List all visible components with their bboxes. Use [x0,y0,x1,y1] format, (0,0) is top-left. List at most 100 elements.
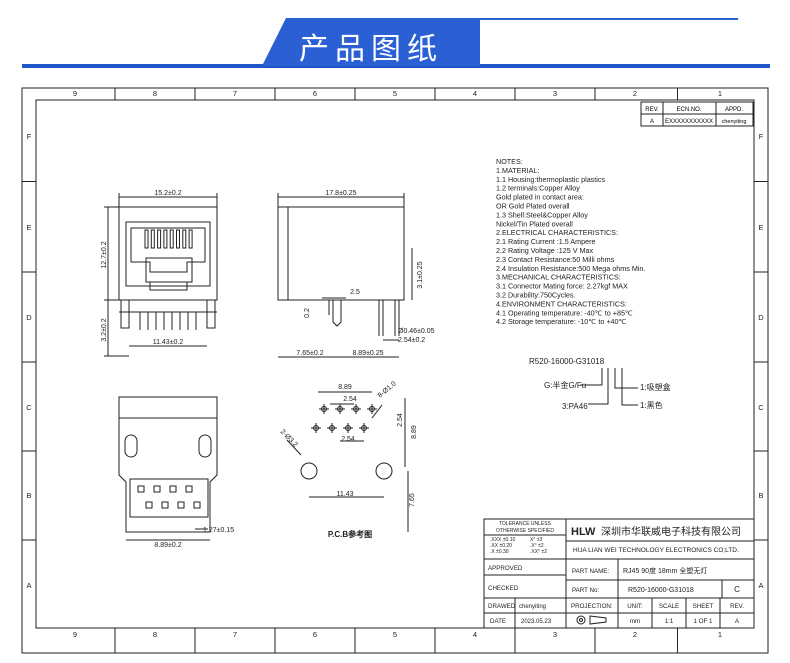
date-label: DATE [490,618,506,625]
front-contact [150,229,155,249]
notes-block: NOTES:1.MATERIAL: 1.1 Housing:thermoplas… [496,157,645,326]
side-h2-dim: 2.5 [350,289,360,296]
grid-col-label: 6 [313,89,317,98]
part-rev: C [734,585,740,594]
pcb-v2-dim: 8.89 [411,425,418,439]
drawed-label: DRAWED [488,603,516,610]
title-block [483,518,755,629]
banner-title: 产品图纸 [299,32,443,67]
grid-row-label: C [26,403,32,412]
note-line: Nickel/Tin Plated overall [496,219,573,228]
l1-label: 1:吸塑盒 [640,382,671,392]
grid-col-label: 9 [73,630,77,639]
date-value: 2023.05.23 [521,619,552,625]
pa-label: 3:PA46 [562,402,588,411]
tol-line-2: .XX ±0.20 [490,543,512,549]
note-line: 2.1 Rating Current :1.5 Ampere [496,237,595,246]
grid-row-label: E [758,223,763,232]
grid-col-label: 3 [553,89,557,98]
banner-tab: 产品图纸 [262,18,480,66]
side-h3-dim: 0.2 [304,308,311,318]
grid-col-label: 2 [633,89,637,98]
front-width-dim: 15.2±0.2 [154,190,181,197]
grid-row-label: F [759,132,764,141]
checked-label: CHECKED [488,585,519,592]
note-line: 3.MECHANICAL CHARACTERISTICS: [496,273,621,282]
tol-angle-2: .X° ±2 [530,543,544,549]
scale-label: SCALE [659,603,679,610]
rev-value-bottom: A [735,618,740,625]
tol-title: TOLERANCE UNLESS [499,521,552,527]
note-line: 4.1 Operating temperature: -40℃ to +85℃ [496,308,633,317]
note-line: NOTES: [496,157,523,166]
grid-row-label: B [758,491,763,500]
grid-row-label: D [758,313,764,322]
side-view [277,193,413,358]
grid-col-label: 5 [393,89,397,98]
note-line: 3.1 Connector Mating force: 2.27kgf MAX [496,282,628,291]
unit-label: UNIT: [627,603,643,610]
title-block-text: TOLERANCE UNLESS OTHERWISE SPECIFIED .XX… [488,521,744,625]
bottom-pin-square [137,485,145,493]
pcb-hole1-dim: 8-Ø1.0 [377,380,398,399]
note-line: 2.4 Insulation Resistance:500 Mega ohms … [496,264,645,273]
grid-col-label: 5 [393,630,397,639]
grid-col-label: 1 [718,89,722,98]
company-cn: 深圳市华联威电子科技有限公司 [601,525,741,538]
front-contact [144,229,149,249]
note-line: 1.2 terminals:Copper Alloy [496,184,580,193]
pcb-pitch2-dim: 2.54 [341,436,355,443]
side-pitch-dim: 2.54±0.2 [398,337,425,344]
note-line: 3.2 Durability:750Cycles. [496,291,576,300]
projection-label: PROJECTION: [571,603,613,610]
pcb-hole2-dim: 2-Ø3.2 [279,428,299,448]
tol-line-3: .X ±0.30 [490,549,509,555]
drawed-by: chenyiting [519,604,546,610]
front-contact [176,229,180,249]
ecn-value: EXXXXXXXXXXX [665,119,713,125]
bottom-dims: 1.27±0.15 8.89±0.2 [154,527,234,549]
sheet-label: SHEET [693,603,714,610]
projection-symbol-icon [576,615,607,625]
rev-label: REV. [730,603,744,610]
note-line: 4.ENVIRONMENT CHARACTERISTICS: [496,299,627,308]
banner-underline [22,64,770,68]
front-contact [157,229,162,249]
grid-col-label: 8 [153,630,157,639]
side-d1-dim: 7.65±0.2 [296,350,323,357]
bottom-pin-square [161,501,169,509]
side-width-dim: 17.8±0.25 [325,190,356,197]
rev-table: REV. ECN.NO. APPD. A EXXXXXXXXXXX chenyi… [640,101,754,127]
grid-row-label: B [26,491,31,500]
grid-row-label: A [758,581,763,590]
note-line: Gold plated in contact area: [496,193,584,202]
note-line: 4.2 Storage temperature: -10℃ to +40℃ [496,317,627,326]
sheet-value: 1 OF 1 [694,618,713,625]
bottom-pin-square [153,485,161,493]
note-line: 2.3 Contact Resistance:50 Milli ohms [496,255,615,264]
bottom-pin-square [193,501,201,509]
front-contact [188,229,193,249]
pcb-v3-dim: 7.65 [409,493,416,507]
grid-col-label: 8 [153,89,157,98]
note-line: 1.1 Housing:thermoplastic plastics [496,175,605,184]
grid-col-label: 1 [718,630,722,639]
grid-row-label: E [26,223,31,232]
l2-label: 1:黑色 [640,400,663,410]
front-contact [163,229,168,249]
grid-col-label: 7 [233,89,237,98]
pcb-pitch1-dim: 2.54 [343,396,357,403]
front-view [104,193,218,357]
grid-col-label: 9 [73,89,77,98]
appd-header: APPD. [725,107,743,113]
company-logo: HLW [571,526,596,538]
bottom-pitch-dim: 1.27±0.15 [203,527,234,534]
part-code-legend: R520-16000-G31018 G:半金G/Fu 3:PA46 1:吸塑盒 … [529,357,671,411]
grid-col-label: 3 [553,630,557,639]
rev-header: REV. [645,107,659,113]
side-dims: 17.8±0.25 3.1±0.25 2.5 0.2 Ø0.46±0.05 2.… [296,190,434,357]
front-span-dim: 11.43±0.2 [153,339,184,346]
company-en: HUA LIAN WEI TECHNOLOGY ELECTRONICS CO;L… [573,547,739,554]
grid-row-label: C [758,403,764,412]
